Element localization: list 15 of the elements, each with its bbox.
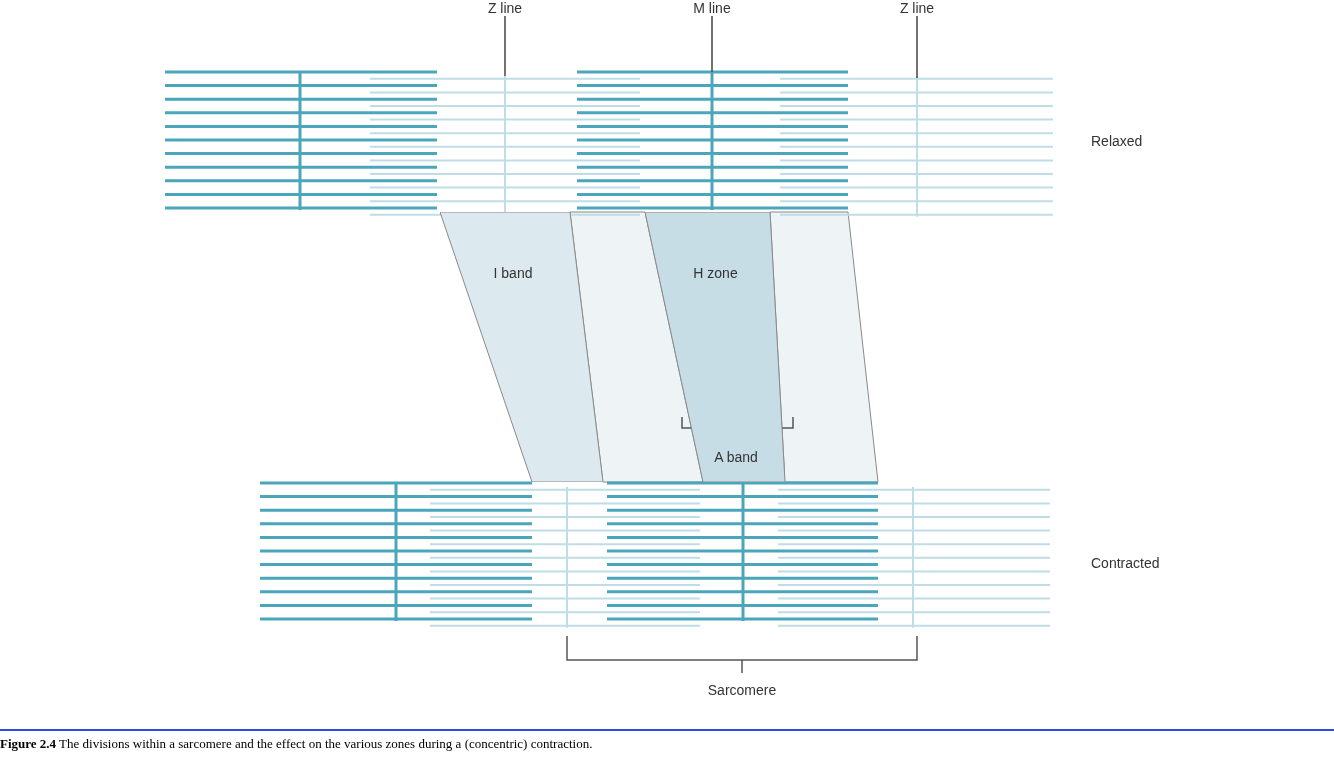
band-region — [440, 212, 603, 482]
state-label: Relaxed — [1091, 133, 1143, 149]
leader-line — [504, 15, 506, 77]
sarcomere-label: Sarcomere — [707, 682, 777, 698]
line-label: Z line — [487, 0, 523, 16]
band-label: A band — [714, 449, 758, 465]
band-region — [645, 212, 785, 482]
band-label: I band — [493, 265, 533, 281]
line-label: Z line — [899, 0, 935, 16]
state-label: Contracted — [1091, 555, 1160, 571]
band-label: H zone — [693, 265, 738, 281]
figure-caption: Figure 2.4 The divisions within a sarcomere and the effect on the various zones during a (concentric) contraction. — [0, 736, 593, 752]
line-label: M line — [693, 0, 731, 16]
leader-line — [711, 15, 713, 73]
leader-line — [916, 15, 918, 79]
